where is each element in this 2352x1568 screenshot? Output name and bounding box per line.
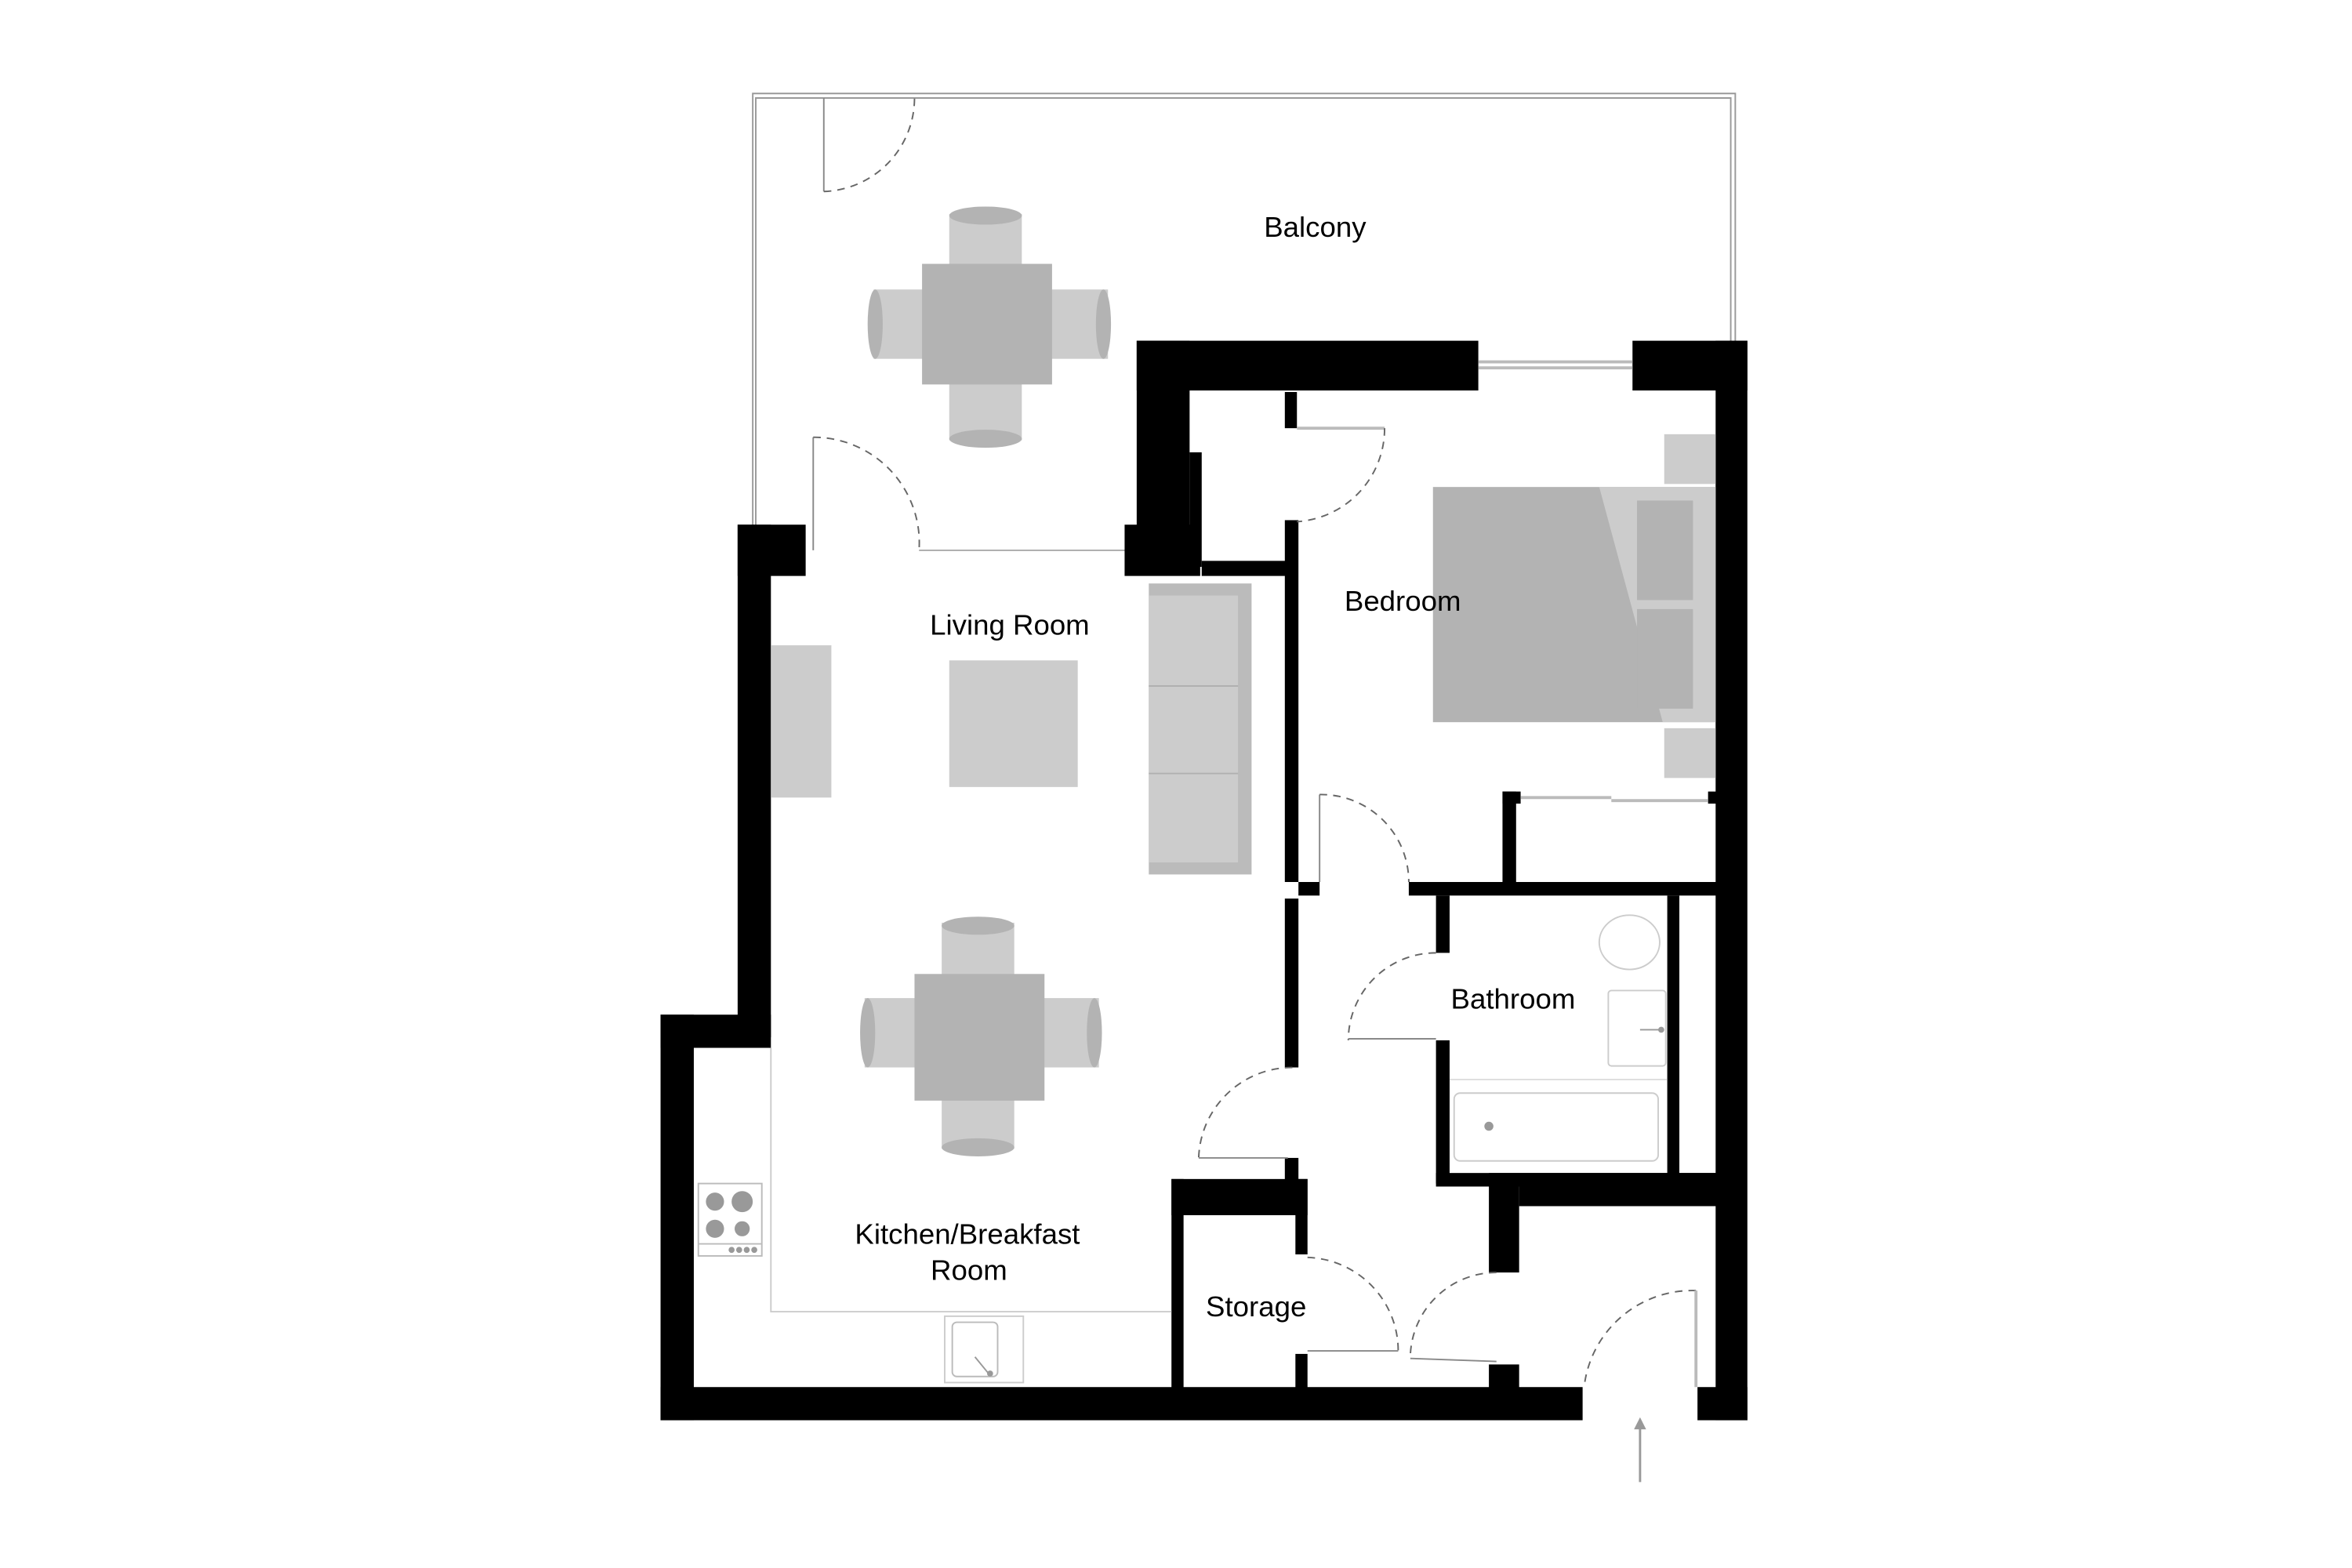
coffee-table <box>949 660 1078 787</box>
room-label-bedroom: Bedroom <box>1345 585 1461 617</box>
room-label-kitchen: Kitchen/Breakfast <box>855 1218 1080 1250</box>
room-label-storage: Storage <box>1206 1290 1306 1323</box>
pillow <box>1637 608 1693 709</box>
living-room-furniture <box>771 583 1252 875</box>
sink-icon <box>944 1315 1025 1384</box>
entrance-door-swing <box>1583 1290 1698 1388</box>
toilet <box>1598 914 1661 971</box>
up-arrow-icon <box>1634 1417 1646 1483</box>
nightstand <box>1664 434 1716 485</box>
hall-door-swing <box>1409 1272 1497 1363</box>
kitchen-counter <box>697 1047 1172 1384</box>
balcony-door-swing <box>822 97 916 193</box>
storage-door-swing <box>1307 1256 1399 1352</box>
living-balcony-door <box>812 436 1127 551</box>
walls <box>660 340 1748 1421</box>
kitchen-dining-set <box>860 916 1102 1156</box>
balcony-dining-set <box>867 206 1112 448</box>
bedroom-furniture <box>1432 434 1716 779</box>
room-label-bathroom: Bathroom <box>1451 983 1576 1015</box>
bathtub <box>1453 1092 1660 1162</box>
room-label-balcony: Balcony <box>1264 211 1367 243</box>
bathroom-fixtures <box>1449 914 1668 1162</box>
room-label-kitchen-line2: Room <box>931 1254 1007 1287</box>
bedroom-door-swing <box>1297 426 1386 523</box>
room-label-living-room: Living Room <box>930 609 1090 641</box>
bathroom-door-swing <box>1347 952 1436 1040</box>
armchair <box>771 645 832 798</box>
bedroom-hall-door-swing <box>1319 793 1410 883</box>
balcony-outline <box>752 93 1737 528</box>
nightstand <box>1664 728 1716 779</box>
pillow <box>1637 500 1693 601</box>
hob-icon <box>697 1182 763 1257</box>
basin <box>1607 989 1667 1067</box>
kitchen-hall-door-swing <box>1197 1066 1293 1159</box>
